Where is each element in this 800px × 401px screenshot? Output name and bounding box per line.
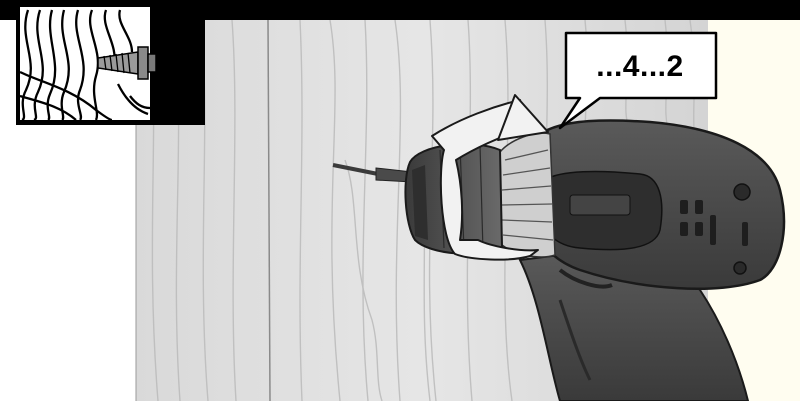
clutch-setting-label: ...4...2: [566, 38, 714, 96]
wood-screw-icon: [16, 0, 205, 125]
